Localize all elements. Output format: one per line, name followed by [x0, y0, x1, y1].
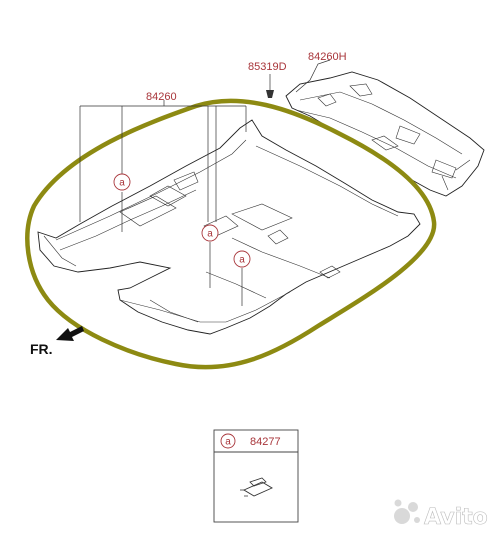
front-label: FR. [30, 341, 53, 357]
front-direction-marker: FR. [30, 326, 84, 357]
callout-letter: a [207, 229, 213, 240]
part-label-85319d: 85319D [248, 61, 287, 73]
rear-floor-carpet [285, 71, 485, 197]
callout-letter: a [239, 255, 245, 266]
watermark-text: Avito [424, 505, 488, 530]
fastener-icon [240, 477, 273, 497]
part-label-84260h: 84260H [308, 51, 347, 63]
front-arrow-icon [56, 326, 84, 341]
legend-callout-letter: a [225, 437, 231, 448]
callout-a-2: a [201, 224, 219, 242]
fastener-legend-box: a 84277 [213, 429, 299, 523]
avito-watermark: Avito [394, 499, 488, 530]
callout-a-3: a [233, 250, 251, 268]
callout-letter: a [119, 178, 125, 189]
callout-a-1: a [113, 173, 131, 191]
main-floor-carpet [37, 119, 421, 335]
avito-logo-icon [394, 499, 420, 524]
clip-icon [266, 90, 274, 98]
part-label-84260: 84260 [146, 91, 177, 103]
leader-lines [79, 59, 331, 306]
part-label-84277: 84277 [250, 436, 281, 448]
